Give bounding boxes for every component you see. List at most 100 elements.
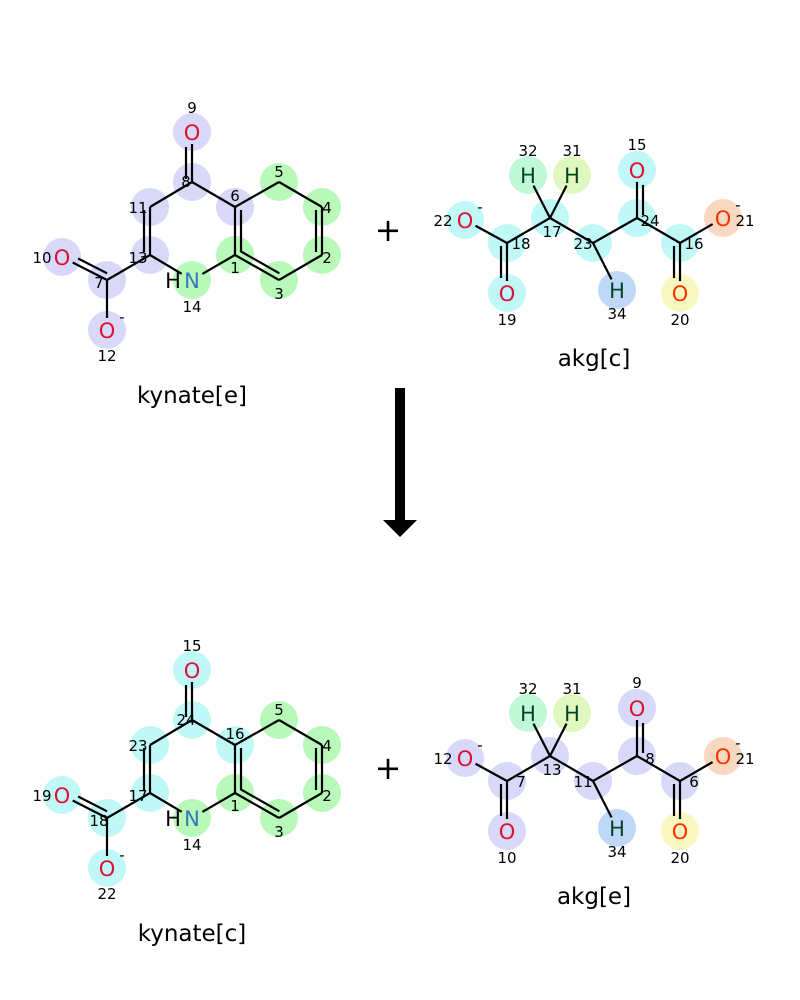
bond (636, 217, 681, 244)
bond (234, 254, 280, 281)
element-label: O (499, 282, 516, 306)
bond (592, 217, 638, 244)
atom-number: 31 (562, 142, 581, 160)
atom-number: 20 (670, 849, 689, 867)
atom-number: 16 (684, 235, 703, 253)
bond (278, 792, 323, 819)
charge-label: - (735, 196, 740, 214)
atom-highlight (88, 849, 126, 887)
atom-number: 5 (274, 701, 284, 719)
atom-number: 7 (94, 274, 104, 292)
atom-number: 11 (128, 199, 147, 217)
atom-highlight (509, 694, 547, 732)
double-bond-line (77, 795, 108, 813)
element-label: O (99, 857, 116, 881)
atom-number: 5 (274, 163, 284, 181)
atom-number: 6 (689, 773, 699, 791)
plus-sign: + (375, 749, 402, 787)
element-label: O (499, 820, 516, 844)
bond (234, 181, 280, 208)
bond (506, 755, 551, 782)
atom-number: 14 (182, 836, 201, 854)
atom-highlight (173, 113, 211, 151)
bond (278, 254, 323, 281)
nitrogen-label: N (184, 269, 200, 293)
double-bond-line (240, 250, 280, 275)
atom-number: 12 (97, 347, 116, 365)
element-label: O (184, 121, 201, 145)
element-label: H (609, 817, 625, 841)
molecule-name: akg[e] (557, 884, 631, 910)
bond (549, 217, 594, 244)
element-label: O (672, 282, 689, 306)
atom-number: 23 (573, 235, 592, 253)
atom-highlight (173, 651, 211, 689)
charge-label: - (477, 198, 482, 216)
element-label: H (609, 279, 625, 303)
bond (191, 719, 236, 746)
atom-number: 13 (542, 761, 561, 779)
atom-number: 18 (89, 812, 108, 830)
atom-highlight (598, 271, 636, 309)
element-label: O (99, 319, 116, 343)
molecule-name: akg[c] (558, 346, 631, 372)
atom-number: 1 (230, 797, 240, 815)
atom-number: 20 (670, 311, 689, 329)
bond (149, 792, 183, 813)
atom-number: 4 (322, 199, 332, 217)
atom-number: 34 (607, 305, 626, 323)
bond (149, 181, 193, 208)
element-label: O (457, 209, 474, 233)
atom-number: 19 (497, 311, 516, 329)
bond (532, 723, 551, 757)
element-label: O (715, 745, 732, 769)
atom-highlight (43, 776, 81, 814)
atom-number: 3 (274, 823, 284, 841)
element-label: O (629, 159, 646, 183)
bond (191, 181, 236, 208)
element-label: O (715, 207, 732, 231)
element-label: O (457, 747, 474, 771)
bond (149, 254, 183, 275)
atom-number: 6 (230, 187, 240, 205)
charge-label: - (119, 308, 124, 326)
atom-number: 24 (640, 212, 659, 230)
charge-label: - (119, 846, 124, 864)
atom-highlight (618, 151, 656, 189)
atom-highlight (173, 261, 211, 299)
bond (474, 224, 508, 244)
atom-number: 32 (518, 142, 537, 160)
bond (278, 181, 323, 208)
bond (149, 719, 193, 746)
molecule-name: kynate[e] (137, 383, 247, 409)
atom-highlight (446, 739, 484, 777)
atom-number: 9 (187, 99, 197, 117)
atom-highlight (553, 694, 591, 732)
bond (549, 723, 568, 757)
atom-number: 4 (322, 737, 332, 755)
atom-number: 17 (542, 223, 561, 241)
atom-number: 18 (511, 235, 530, 253)
atom-number: 23 (128, 737, 147, 755)
reaction-arrow-shaft (395, 388, 405, 522)
atom-number: 16 (225, 725, 244, 743)
atom-highlight (661, 812, 699, 850)
atom-number: 2 (322, 249, 332, 267)
atom-number: 3 (274, 285, 284, 303)
atom-number: 12 (433, 750, 452, 768)
atom-highlight (88, 311, 126, 349)
atom-number: 8 (645, 750, 655, 768)
bond (592, 755, 638, 782)
atom-number: 13 (128, 249, 147, 267)
element-label: H (564, 164, 580, 188)
atom-number: 9 (632, 674, 642, 692)
nitrogen-label: N (184, 807, 200, 831)
atom-number: 31 (562, 680, 581, 698)
bond (532, 185, 551, 219)
charge-label: - (735, 734, 740, 752)
